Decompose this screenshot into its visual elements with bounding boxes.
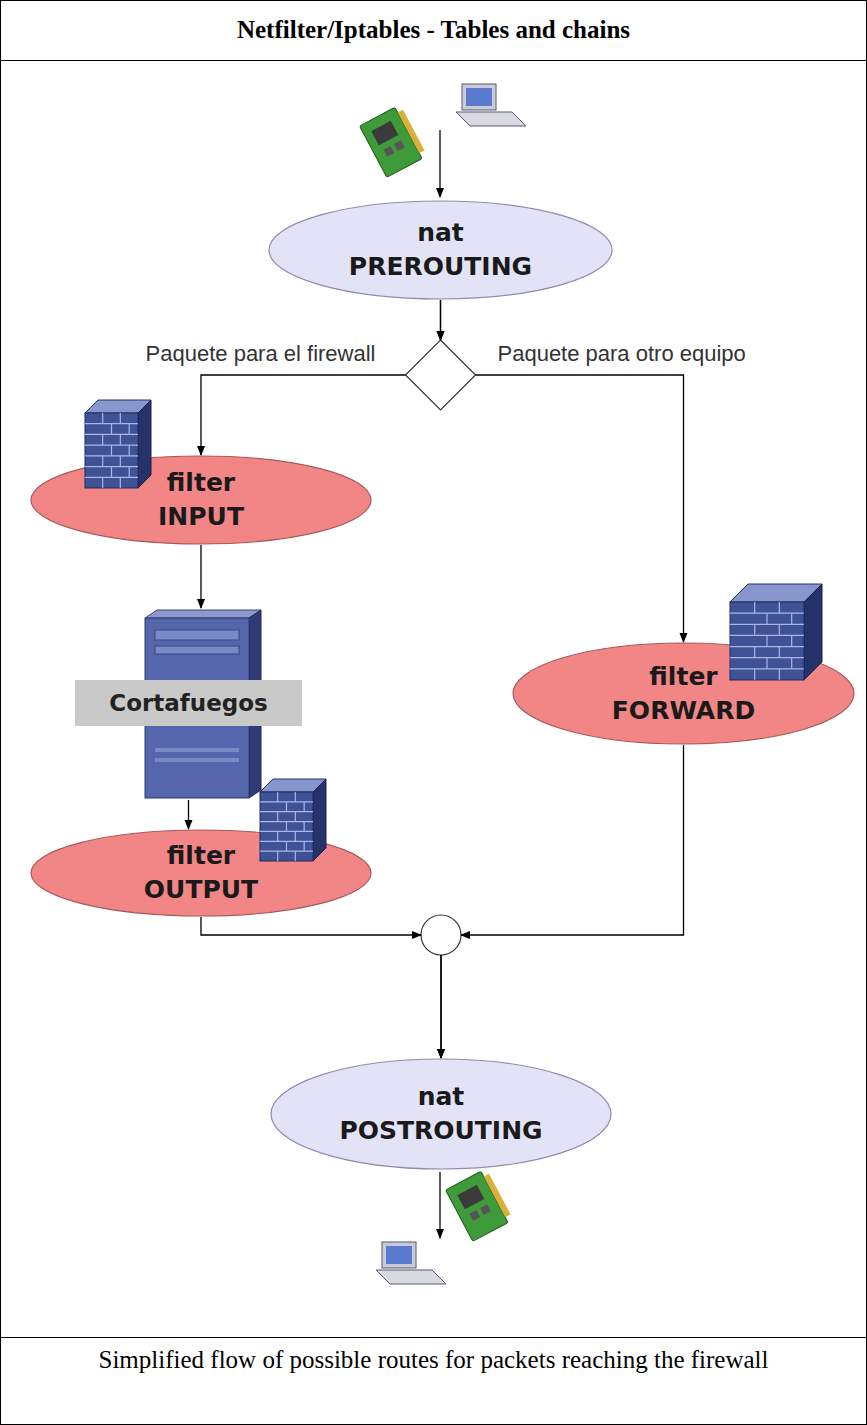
chain-ellipse: natPREROUTING: [268, 200, 613, 300]
chain-name: FORWARD: [612, 694, 755, 728]
node-text: filterFORWARD: [512, 642, 855, 745]
flow-connector: [188, 800, 189, 829]
ellipse-shape: [271, 1059, 611, 1169]
incoming-arrow: [439, 130, 440, 197]
edge-label: Paquete para otro equipo: [496, 341, 748, 367]
server-label: Cortafuegos: [75, 680, 302, 726]
connector-segment: [201, 375, 406, 455]
chain-name: OUTPUT: [144, 873, 258, 907]
table-name: nat: [418, 1080, 465, 1114]
node-outline: [270, 1058, 612, 1170]
node-text: natPOSTROUTING: [270, 1058, 612, 1170]
network-card-icon: [446, 1168, 514, 1241]
label-band: [75, 680, 302, 726]
chain-name: POSTROUTING: [339, 1114, 542, 1148]
connector-segment: [201, 917, 421, 935]
table-name: filter: [649, 660, 717, 694]
connector-segment: [440, 300, 441, 340]
chain-ellipse: filterOUTPUT: [30, 829, 372, 917]
chain-name: PREROUTING: [349, 250, 532, 284]
connector-segment: [440, 955, 441, 1058]
chain-ellipse: filterINPUT: [30, 455, 372, 545]
node-text: filterINPUT: [30, 455, 372, 545]
connector-segment: [476, 375, 684, 642]
node-text: filterOUTPUT: [30, 829, 372, 917]
flow-connector: [201, 545, 202, 608]
connector-segment: [461, 745, 684, 935]
flow-connector: [201, 917, 441, 1058]
node-outline: [268, 200, 613, 300]
computer-icon: [456, 84, 526, 126]
ellipse-shape: [31, 456, 371, 544]
table-name: filter: [167, 466, 235, 500]
chain-ellipse: filterFORWARD: [512, 642, 855, 745]
table-name: filter: [167, 839, 235, 873]
chain-name: INPUT: [158, 500, 244, 534]
connector-segment: [188, 800, 189, 829]
node-outline: [512, 642, 855, 745]
flow-connector: [441, 745, 684, 1058]
node-text: natPREROUTING: [268, 200, 613, 300]
row-rule: [0, 60, 867, 61]
table-name: nat: [417, 216, 464, 250]
computer-icon: [376, 1242, 446, 1284]
diagram-caption: Simplified flow of possible routes for p…: [30, 1344, 837, 1375]
ellipse-shape: [513, 643, 854, 744]
outgoing-arrow: [439, 1172, 440, 1238]
firewall-icon: [260, 779, 326, 861]
connector-segment: [200, 545, 201, 608]
diagram-title: Netfilter/Iptables - Tables and chains: [0, 0, 867, 60]
firewall-icon: [85, 400, 151, 488]
network-card-icon: [360, 104, 428, 177]
ellipse-shape: [269, 201, 612, 299]
firewall-icon: [730, 584, 822, 680]
connector-segment: [440, 955, 441, 1058]
chain-ellipse: natPOSTROUTING: [270, 1058, 612, 1170]
row-rule: [0, 1337, 867, 1338]
edge-label: Paquete para el firewall: [144, 341, 378, 367]
connector-segment: [440, 300, 441, 340]
merge-circle: [421, 915, 461, 955]
decision-diamond: [406, 340, 476, 410]
server-node: Cortafuegos: [75, 608, 302, 800]
flow-connector: [201, 300, 441, 455]
